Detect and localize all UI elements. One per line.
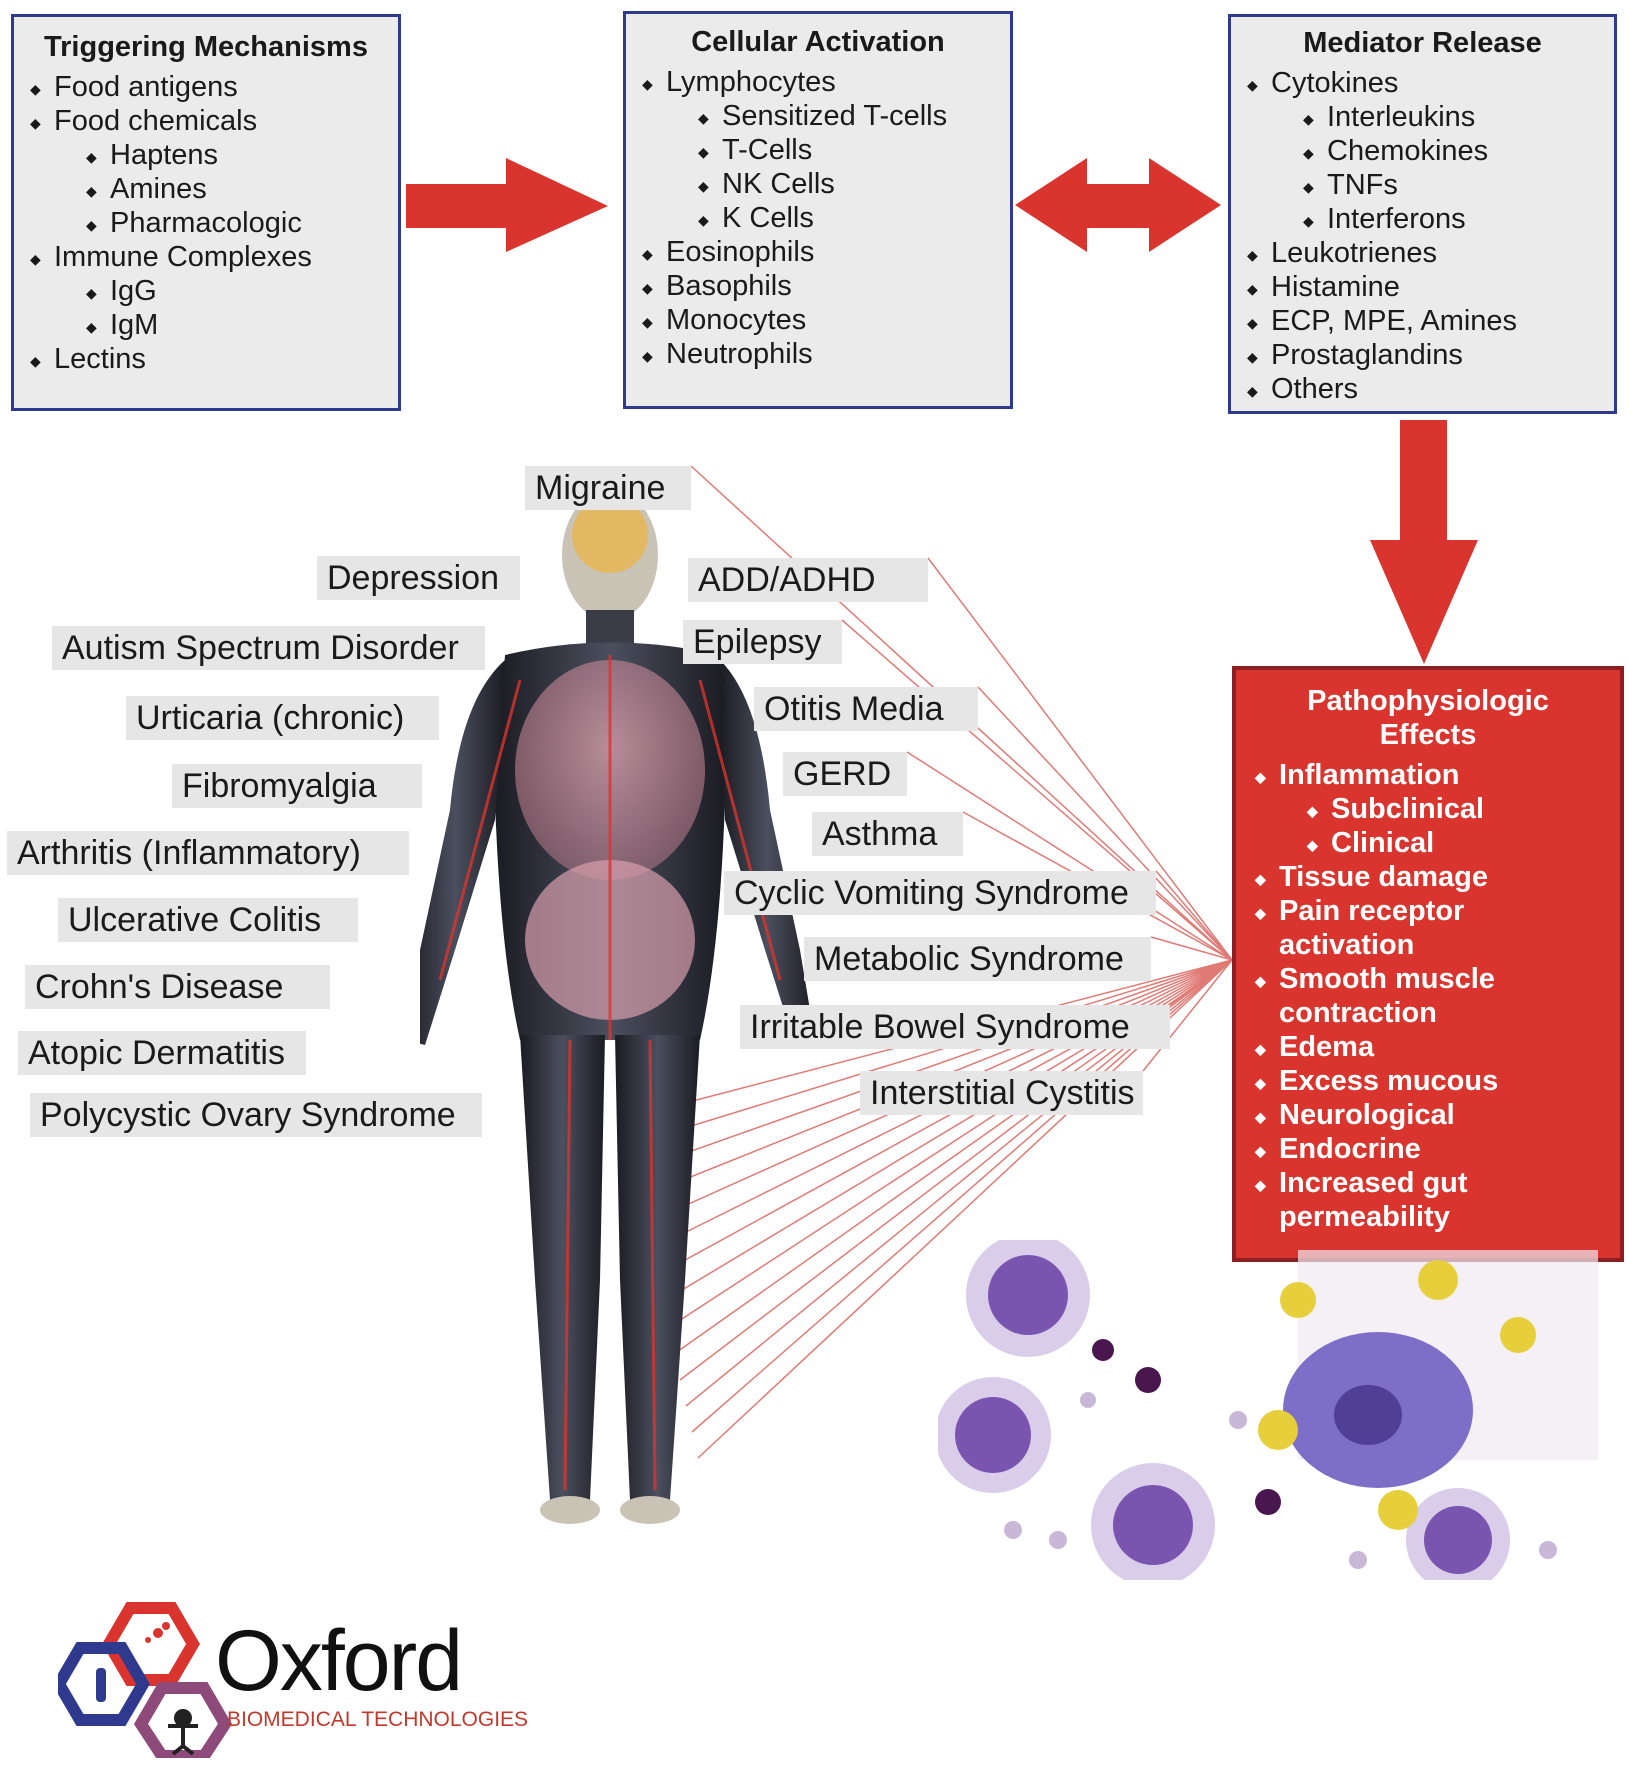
cellular-item: Lymphocytes (626, 65, 1010, 101)
triggering-mechanisms-title: Triggering Mechanisms (44, 31, 368, 63)
triggering-list: Food antigensFood chemicalsHaptensAmines… (14, 70, 398, 378)
effects-title-line2: Effects (1379, 719, 1477, 751)
disease-label: Metabolic Syndrome (804, 937, 1151, 981)
mediator-release-box: Mediator Release CytokinesInterleukinsCh… (1228, 14, 1617, 414)
disease-label: Polycystic Ovary Syndrome (30, 1093, 482, 1137)
logo-name: Oxford (215, 1613, 463, 1709)
effects-item: Endocrine (1236, 1132, 1620, 1168)
connector-line (906, 751, 1233, 961)
connector-line (977, 686, 1233, 961)
mediator-item: Interleukins (1231, 100, 1614, 136)
logo-subtitle: BIOMEDICAL TECHNOLOGIES (227, 1708, 529, 1731)
disease-label: Atopic Dermatitis (18, 1031, 306, 1075)
immune-cells-illustration (938, 1240, 1598, 1580)
disease-label: Fibromyalgia (172, 764, 422, 808)
mediator-item: Cytokines (1231, 66, 1614, 102)
mediator-list: CytokinesInterleukinsChemokinesTNFsInter… (1231, 66, 1614, 408)
cellular-item: T-Cells (626, 133, 1010, 169)
effects-item: Tissue damage (1236, 860, 1620, 896)
disease-label: Migraine (525, 466, 691, 510)
effects-item: Inflammation (1236, 758, 1620, 794)
mediator-item: Prostaglandins (1231, 338, 1614, 374)
human-body-illustration (420, 489, 815, 1524)
mediator-item: TNFs (1231, 168, 1614, 204)
disease-label: Arthritis (Inflammatory) (7, 831, 409, 875)
triggering-item: IgG (14, 274, 398, 310)
cellular-activation-box: Cellular Activation LymphocytesSensitize… (623, 11, 1013, 409)
double-arrow (1015, 158, 1221, 252)
effects-title-line1: Pathophysiologic (1307, 685, 1549, 717)
effects-item: Neurological (1236, 1098, 1620, 1134)
mediator-item: Others (1231, 372, 1614, 408)
disease-label: Urticaria (chronic) (126, 696, 439, 740)
down-arrow (1370, 420, 1478, 664)
connector-line (1142, 959, 1233, 1072)
effects-item: Excess mucous (1236, 1064, 1620, 1100)
triggering-item: Amines (14, 172, 398, 208)
effects-item: Edema (1236, 1030, 1620, 1066)
effects-list: InflammationSubclinicalClinicalTissue da… (1236, 758, 1620, 1234)
cellular-item: Neutrophils (626, 337, 1010, 373)
mediator-item: Chemokines (1231, 134, 1614, 170)
disease-label: ADD/ADHD (688, 558, 928, 602)
disease-label: Autism Spectrum Disorder (52, 626, 485, 670)
disease-label: Cyclic Vomiting Syndrome (724, 871, 1156, 915)
triggering-item: Haptens (14, 138, 398, 174)
right-arrow (406, 158, 608, 252)
effects-title: Pathophysiologic Effects (1236, 684, 1620, 752)
triggering-item: Lectins (14, 342, 398, 378)
mediator-item: Histamine (1231, 270, 1614, 306)
disease-label: Irritable Bowel Syndrome (740, 1005, 1170, 1049)
connector-line (1155, 870, 1233, 961)
effects-item: Subclinical (1236, 792, 1620, 828)
cellular-item: Monocytes (626, 303, 1010, 339)
connector-line (1150, 936, 1233, 961)
disease-label: Crohn's Disease (25, 965, 330, 1009)
triggering-item: IgM (14, 308, 398, 344)
mediator-item: ECP, MPE, Amines (1231, 304, 1614, 340)
triggering-item: Immune Complexes (14, 240, 398, 276)
cellular-list: LymphocytesSensitized T-cellsT-CellsNK C… (626, 65, 1010, 373)
cellular-item: Eosinophils (626, 235, 1010, 271)
oxford-logo-hexagons (58, 1602, 233, 1758)
cellular-activation-title: Cellular Activation (691, 26, 945, 58)
disease-label: Asthma (812, 812, 963, 856)
connector-line (841, 619, 1233, 961)
cellular-item: Sensitized T-cells (626, 99, 1010, 135)
disease-label: Interstitial Cystitis (860, 1071, 1143, 1115)
disease-label: GERD (783, 752, 907, 796)
cellular-item: K Cells (626, 201, 1010, 237)
triggering-item: Food chemicals (14, 104, 398, 140)
cellular-item: NK Cells (626, 167, 1010, 203)
disease-label: Depression (317, 556, 520, 600)
mediator-item: Leukotrienes (1231, 236, 1614, 272)
triggering-item: Pharmacologic (14, 206, 398, 242)
triggering-item: Food antigens (14, 70, 398, 106)
mediator-release-title: Mediator Release (1303, 27, 1542, 59)
connector-line (927, 557, 1233, 961)
pathophysiologic-effects-box: Pathophysiologic Effects InflammationSub… (1232, 666, 1624, 1262)
triggering-mechanisms-box: Triggering Mechanisms Food antigensFood … (11, 14, 401, 411)
mediator-item: Interferons (1231, 202, 1614, 238)
effects-item: Clinical (1236, 826, 1620, 862)
connector-line (625, 959, 1233, 1147)
disease-label: Ulcerative Colitis (58, 898, 358, 942)
disease-label: Otitis Media (754, 687, 978, 731)
disease-label: Epilepsy (683, 620, 842, 664)
connector-line (631, 959, 1233, 1173)
cellular-item: Basophils (626, 269, 1010, 305)
